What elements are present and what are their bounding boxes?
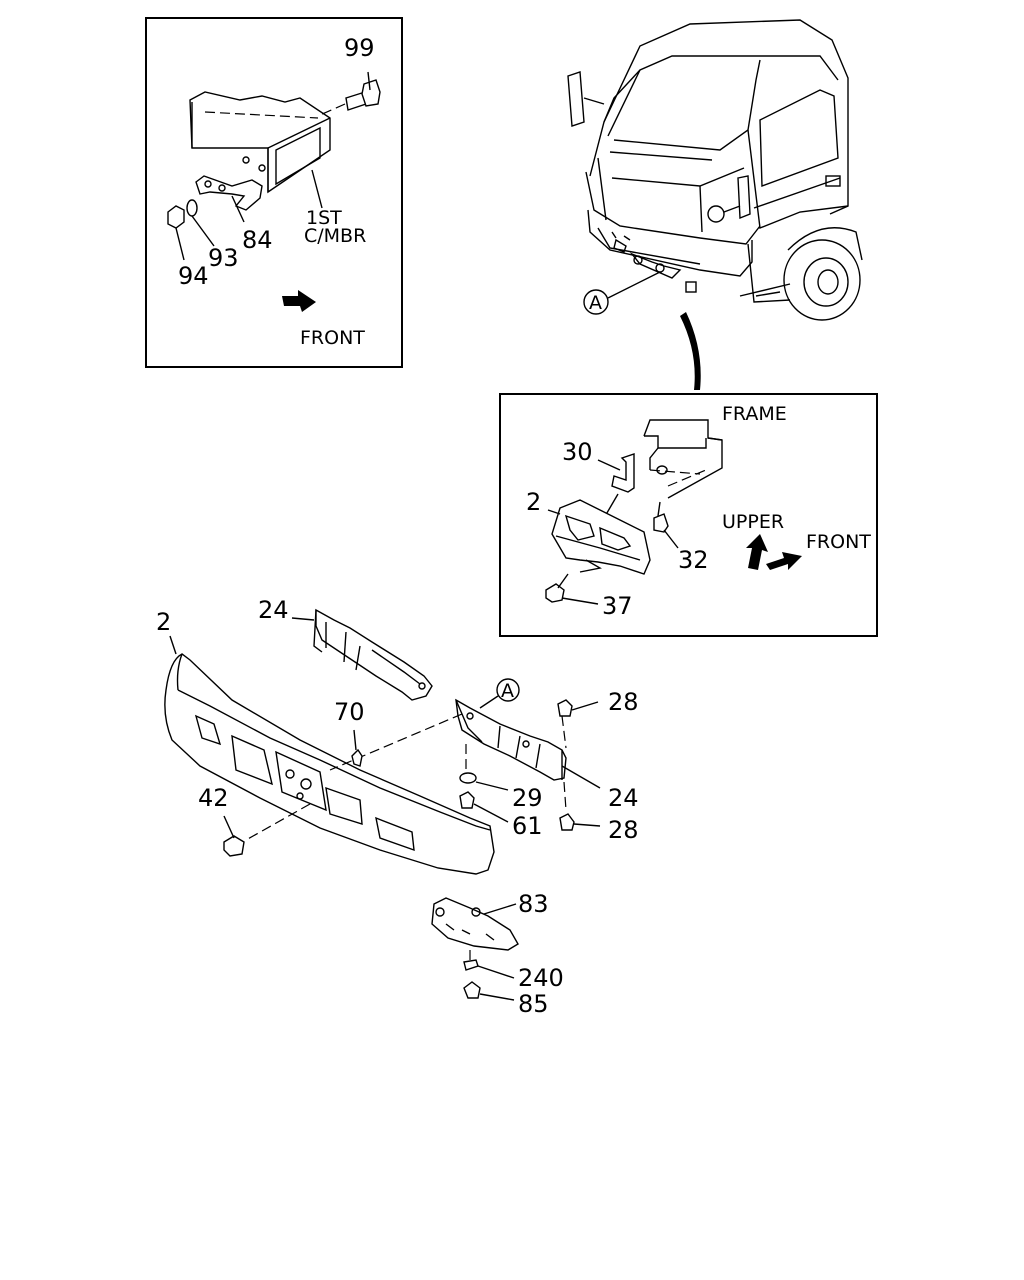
truck-view: A — [567, 19, 863, 321]
bolt-42 — [223, 815, 245, 857]
bolt-28-top — [557, 699, 599, 717]
label-2-inset: 2 — [526, 488, 541, 516]
callout-a-truck: A — [589, 292, 602, 314]
stay-24-right — [455, 698, 601, 789]
label-24-right: 24 — [608, 784, 639, 812]
bumper-end-2 — [547, 499, 651, 575]
callout-circle-main — [496, 678, 520, 702]
label-61: 61 — [512, 812, 543, 840]
label-70: 70 — [334, 698, 365, 726]
detail-arrow-icon — [680, 312, 701, 390]
callout-a-main: A — [501, 680, 514, 702]
label-240: 240 — [518, 964, 564, 992]
inset-frame-detail-frame — [499, 393, 878, 637]
bolt-61 — [459, 791, 509, 823]
label-2-main: 2 — [156, 608, 171, 636]
label-93: 93 — [208, 244, 239, 272]
front-arrow-icon-inset2 — [766, 552, 802, 570]
plate-83 — [431, 897, 519, 951]
label-upper: UPPER — [722, 511, 784, 533]
label-83: 83 — [518, 890, 549, 918]
label-front-inset2: FRONT — [806, 531, 871, 553]
bolt-32 — [653, 501, 679, 549]
label-42: 42 — [198, 784, 229, 812]
bolt-37 — [545, 573, 599, 605]
label-member-line2: C/MBR — [304, 225, 366, 247]
label-37: 37 — [602, 592, 633, 620]
label-28-bottom: 28 — [608, 816, 639, 844]
washer-240 — [463, 950, 515, 979]
bolt-85 — [463, 981, 515, 1001]
frame-channel — [643, 419, 723, 499]
bolt-99 — [319, 71, 381, 116]
main-assembly: A — [156, 596, 639, 1018]
label-28-top: 28 — [608, 688, 639, 716]
inset-tow-hook-frame — [145, 17, 403, 368]
inset-tow-hook: 99 84 93 94 1ST C/MBR FRONT — [145, 17, 403, 368]
label-94: 94 — [178, 262, 209, 290]
label-85: 85 — [518, 990, 549, 1018]
bracket-30 — [597, 453, 635, 519]
front-arrow-icon — [282, 290, 316, 312]
label-24-left: 24 — [258, 596, 289, 624]
cross-member — [189, 91, 331, 194]
label-32: 32 — [678, 546, 709, 574]
label-99: 99 — [344, 34, 375, 62]
label-frame: FRAME — [722, 403, 787, 425]
nut-washer — [167, 199, 215, 261]
label-84: 84 — [242, 226, 273, 254]
label-30: 30 — [562, 438, 593, 466]
label-front-inset1: FRONT — [300, 327, 365, 349]
clip-70 — [351, 729, 363, 767]
label-29: 29 — [512, 784, 543, 812]
label-member-line1: 1ST — [306, 207, 342, 229]
washer-29 — [459, 772, 509, 791]
callout-circle-truck — [583, 289, 609, 315]
stay-24-left — [291, 608, 433, 701]
inset-frame-detail: FRAME 30 2 32 37 UPPER FRONT — [499, 393, 878, 637]
bumper-main — [164, 635, 495, 875]
upper-arrow-icon — [746, 534, 768, 570]
bolt-28-bottom — [559, 813, 601, 831]
tow-hook-84 — [195, 175, 263, 223]
